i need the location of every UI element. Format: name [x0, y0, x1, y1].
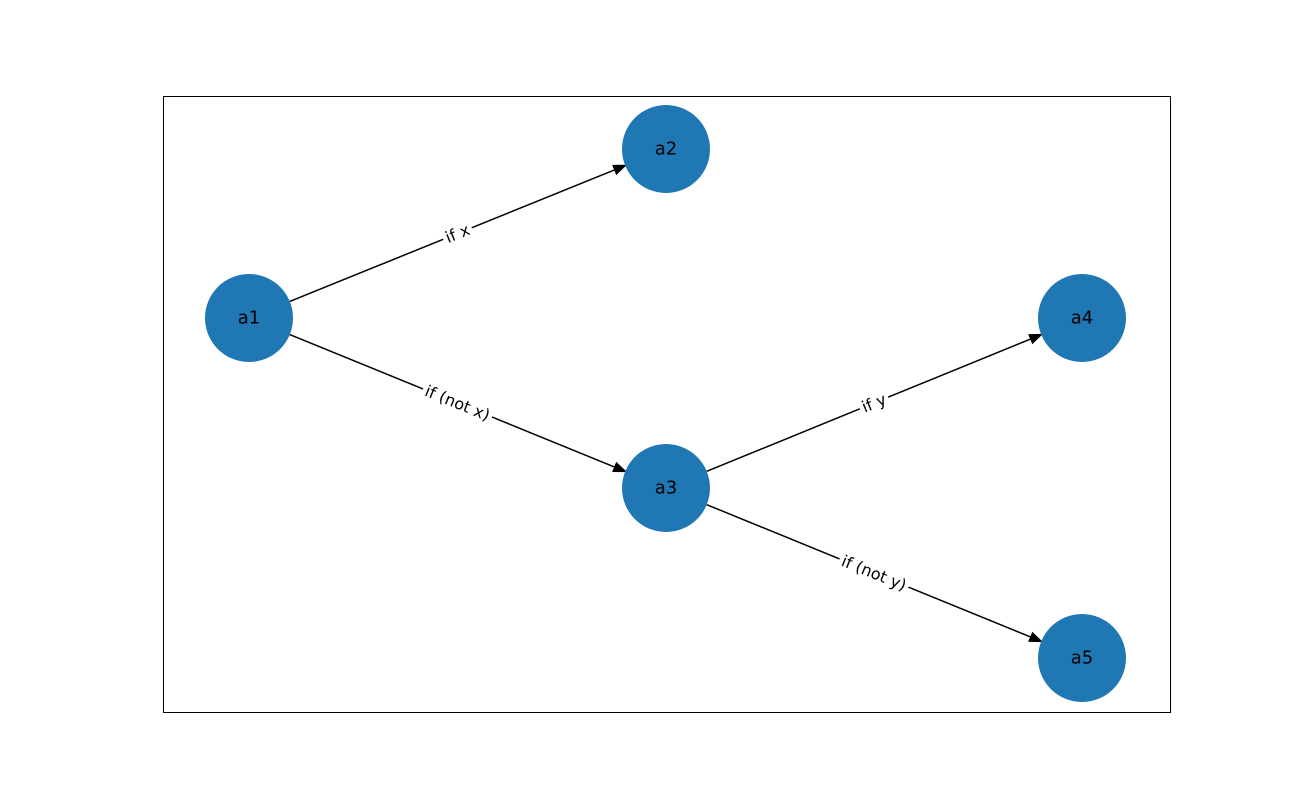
edge-label: if (not x)	[422, 381, 493, 424]
node-label-a2: a2	[655, 139, 677, 160]
edge-label-background	[835, 549, 913, 597]
edge-label-group-a1-a3: if (not x)	[419, 379, 496, 427]
edge-label-group-a3-a4: if y	[855, 387, 893, 419]
node-a4	[1038, 274, 1126, 362]
node-label-a4: a4	[1071, 308, 1093, 329]
edge-label-background	[419, 379, 496, 427]
edge-label-background	[439, 218, 476, 249]
node-label-a5: a5	[1071, 648, 1093, 669]
edge-label-group-a1-a2: if x	[439, 218, 476, 249]
edge-label: if (not y)	[839, 551, 910, 594]
axes-frame	[163, 96, 1171, 713]
node-a1	[205, 274, 293, 362]
edge-labels-layer: if x if (not x) if y if (not y)	[419, 218, 913, 597]
node-label-a3: a3	[655, 478, 677, 499]
node-a3	[622, 444, 710, 532]
edge-label-group-a3-a5: if (not y)	[835, 549, 913, 597]
node-a2	[622, 105, 710, 193]
node-label-a1: a1	[238, 308, 260, 329]
edges-layer	[289, 164, 1044, 643]
nodes-layer: a1 a2 a3 a4 a5	[205, 105, 1126, 702]
node-a5	[1038, 614, 1126, 702]
edge-label-background	[855, 387, 893, 419]
